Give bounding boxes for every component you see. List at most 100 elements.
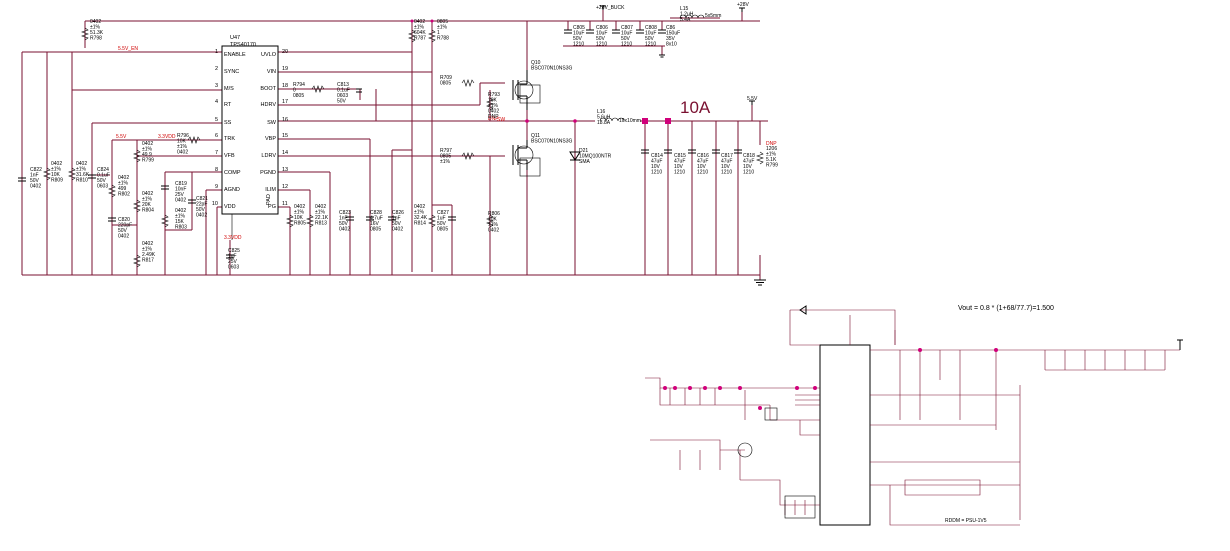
component-label: 1210 xyxy=(621,42,632,48)
component-label: 1uF xyxy=(228,254,237,260)
component-label: ±1% xyxy=(118,181,129,187)
component-label: 0402 xyxy=(196,213,207,219)
ic-pin-name: LDRV xyxy=(261,153,276,159)
component-label: SMA xyxy=(579,159,591,165)
ic-pin-name: UVLO xyxy=(261,52,277,58)
ic-pin-number: 14 xyxy=(282,150,288,156)
component-label: 0402 xyxy=(118,175,129,181)
component-label: 4.7uF xyxy=(370,216,383,222)
component-label: C828 xyxy=(370,210,382,216)
ic-pin-number: 8 xyxy=(215,167,218,173)
component-label: DNP xyxy=(488,114,499,120)
component-label: 1 xyxy=(437,30,440,36)
component-label: 47uF xyxy=(721,159,732,165)
component-label: ±1% xyxy=(90,25,101,31)
ic-pin-number: 11 xyxy=(282,201,288,207)
component-label: R809 xyxy=(51,178,63,184)
component-label: 0.1uF xyxy=(97,173,110,179)
component-label: 47uF xyxy=(651,159,662,165)
component-label: 0402 xyxy=(51,161,62,167)
component-label: 47uF xyxy=(743,159,754,165)
current-annotation: 10A xyxy=(680,98,711,117)
component-label: 0402 xyxy=(76,161,87,167)
ic-part: TPS40170 xyxy=(230,42,256,48)
component-label: 1210 xyxy=(743,170,754,176)
ic-pin-number: 5 xyxy=(215,117,218,123)
component-label: 0805 xyxy=(370,227,381,233)
component-label: R802 xyxy=(118,192,130,198)
component-label: R817 xyxy=(142,258,154,264)
component-label: 22.1K xyxy=(315,215,329,221)
component-label: 0402 xyxy=(294,204,305,210)
ic-pin-name: SS xyxy=(224,120,232,126)
component-label: 47uF xyxy=(697,159,708,165)
component-label: 50V xyxy=(118,228,128,234)
component-label: 1210 xyxy=(596,42,607,48)
mosfet-q11 xyxy=(512,140,541,177)
component-label: 1nF xyxy=(339,216,348,222)
ic-ref: U47 xyxy=(230,35,240,41)
component-label: 25V xyxy=(175,192,185,198)
component-label: 50V xyxy=(30,178,40,184)
net-label-3v3-vdd: 3.3VDD xyxy=(224,235,242,241)
component-label: C817 xyxy=(721,153,733,159)
component-label: 1nF xyxy=(392,216,401,222)
ic-pin-name: VIN xyxy=(267,69,276,75)
ic-pin-name: BOOT xyxy=(260,86,276,92)
component-label: 10V xyxy=(674,164,684,170)
component-label: C820 xyxy=(118,217,130,223)
component-label: R805 xyxy=(294,221,306,227)
net-label-dnp: DNP xyxy=(766,141,777,147)
component-label: ±1% xyxy=(175,214,186,220)
component-label: R803 xyxy=(175,225,187,231)
ic-pin-number: 2 xyxy=(215,66,218,72)
component-label: 10uF xyxy=(645,31,656,37)
ic-pin-number: 20 xyxy=(282,49,288,55)
net-label-28v: +28V xyxy=(737,2,749,8)
component-label: 50V xyxy=(573,36,583,42)
ic-pin-number: 10 xyxy=(212,201,218,207)
component-label: ±1% xyxy=(294,210,305,216)
ic-pin-name: HDRV xyxy=(261,102,277,108)
component-label: 0.1uF xyxy=(337,88,350,94)
net-label-3v3-trk: 3.3VDD xyxy=(158,134,176,140)
component-label: 0402 xyxy=(142,191,153,197)
component-label: 18.8A xyxy=(597,120,611,126)
component-label: 5.4A xyxy=(680,17,691,23)
mosfet-q10 xyxy=(512,70,541,110)
component-label: 15K xyxy=(175,219,185,225)
component-label: 10K xyxy=(488,217,498,223)
component-label: ±1% xyxy=(414,25,425,31)
component-label: ±1% xyxy=(440,159,451,165)
ic-pin-number: 4 xyxy=(215,99,218,105)
component-label: 10uF xyxy=(596,31,607,37)
ic-pin-number: 19 xyxy=(282,66,288,72)
component-label: C806 xyxy=(596,25,608,31)
component-label: R799 xyxy=(766,163,778,169)
component-label: 10x10mm xyxy=(619,118,641,124)
component-label: ±1% xyxy=(76,167,87,173)
component-label: 0402 xyxy=(142,241,153,247)
component-label: 220pF xyxy=(118,223,132,229)
ic-pin-name: VBP xyxy=(265,136,276,142)
component-label: 10uF xyxy=(573,31,584,37)
ic-pin-number: 3 xyxy=(215,83,218,89)
component-label: 31.6K xyxy=(76,172,90,178)
component-label: C821 xyxy=(196,196,208,202)
component-label: C826 xyxy=(392,210,404,216)
component-label: 2.49K xyxy=(142,252,156,258)
component-label: 0402 xyxy=(488,109,499,115)
component-label: 50V xyxy=(97,178,107,184)
component-label: 1nF xyxy=(30,173,39,179)
footer-note: RDDM = PSU-1V5 xyxy=(945,518,987,524)
component-label: R813 xyxy=(315,221,327,227)
component-label: R814 xyxy=(414,221,426,227)
ic-pin-name: SW xyxy=(267,120,277,126)
component-label: ±1% xyxy=(142,147,153,153)
component-label: 49.9 xyxy=(142,152,152,158)
component-label: 5x5mm xyxy=(705,13,721,19)
component-label: 10uF xyxy=(621,31,632,37)
component-label: R794 xyxy=(293,82,305,88)
junction-dot xyxy=(642,118,648,124)
